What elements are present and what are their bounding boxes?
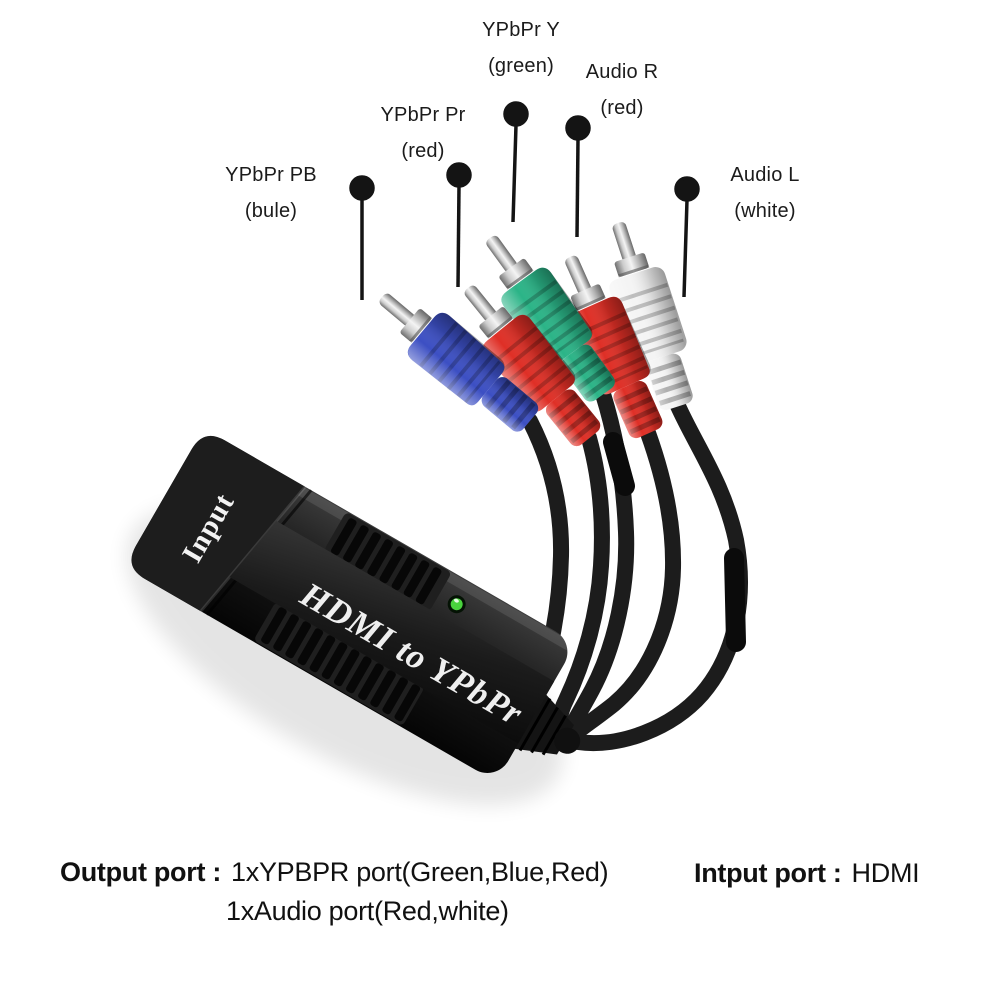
pin-line xyxy=(682,199,689,298)
footer-input-value: HDMI xyxy=(851,858,920,888)
footer-output-line2: 1xAudio port(Red,white) xyxy=(226,896,509,927)
callout-pin-ypbpr-pb xyxy=(349,175,375,300)
callout-line2: (red) xyxy=(401,140,445,162)
footer-output-value1: 1xYPBPR port(Green,Blue,Red) xyxy=(231,857,609,887)
cable-wraps xyxy=(603,432,746,652)
device-input-cap xyxy=(131,435,306,612)
callout-line1: Audio R xyxy=(585,61,659,83)
pin-dot xyxy=(446,162,472,188)
pin-line xyxy=(511,124,518,223)
cable-audio-r xyxy=(562,425,682,746)
cable-bundle xyxy=(522,386,748,751)
pin-dot xyxy=(674,176,700,202)
pin-dot xyxy=(565,115,591,141)
callout-pin-audio-l xyxy=(674,176,700,298)
callout-label-audio-l: Audio L (white) xyxy=(675,157,855,229)
callout-pins xyxy=(349,101,700,300)
cable-wrap-outer xyxy=(724,548,746,652)
pin-dot xyxy=(349,175,375,201)
grip-ribs-top xyxy=(325,513,451,610)
callout-line1: YPbPr Y xyxy=(482,19,560,41)
cable-wrap-inner xyxy=(603,432,635,496)
footer-output-value2: 1xAudio port(Red,white) xyxy=(226,896,509,926)
grip-ribs-bottom xyxy=(255,603,423,725)
footer-input-label: Intput port : xyxy=(694,858,842,888)
callout-label-audio-r: Audio R (red) xyxy=(532,54,712,126)
callout-pin-audio-r xyxy=(565,115,591,238)
callout-line2: (white) xyxy=(734,200,796,222)
callout-label-ypbpr-pb: YPbPr PB (bule) xyxy=(181,157,361,229)
callout-line1: YPbPr Pr xyxy=(380,104,466,126)
footer-output-label: Output port : xyxy=(60,857,222,887)
callout-line1: Audio L xyxy=(730,164,800,186)
callout-line2: (red) xyxy=(600,97,644,119)
callout-pin-ypbpr-y xyxy=(503,101,529,223)
power-led xyxy=(447,595,466,614)
pin-line xyxy=(456,185,461,288)
converter-device: HDMI to YPbPr Input xyxy=(131,431,581,773)
callout-line2: (bule) xyxy=(244,200,298,222)
pin-dot xyxy=(503,101,529,127)
callout-label-ypbpr-pr: YPbPr Pr (red) xyxy=(333,97,513,169)
callout-pin-ypbpr-pr xyxy=(446,162,472,288)
footer-output-line1: Output port : 1xYPBPR port(Green,Blue,Red… xyxy=(60,857,609,888)
pin-line xyxy=(575,138,580,238)
callout-label-ypbpr-y: YPbPr Y (green) xyxy=(431,12,611,84)
footer-input-line: Intput port : HDMI xyxy=(694,858,920,889)
callout-line2: (green) xyxy=(488,55,554,77)
device-cable-exit xyxy=(554,727,581,754)
device-title-band xyxy=(229,520,555,744)
callout-line1: YPbPr PB xyxy=(225,164,317,186)
